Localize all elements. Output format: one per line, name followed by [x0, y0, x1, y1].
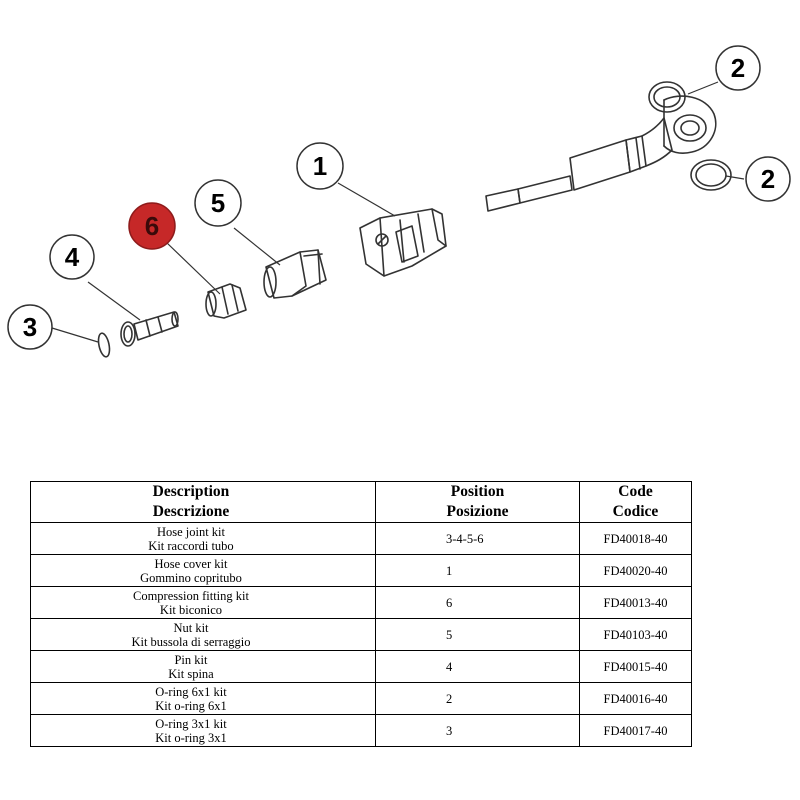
callout-2-bottom: 2	[745, 156, 791, 202]
cell-position: 5	[375, 618, 580, 651]
table-header-row: Description Descrizione Position Posizio…	[30, 481, 692, 523]
callout-6-highlighted: 6	[128, 202, 176, 250]
cell-code: FD40013-40	[579, 586, 692, 619]
header-position: Position Posizione	[375, 481, 580, 523]
callout-1-label: 1	[313, 151, 327, 181]
header-code: Code Codice	[579, 481, 692, 523]
o-ring-6x1-bottom	[690, 159, 732, 191]
hose-cover-part	[359, 208, 447, 277]
callout-2-bottom-label: 2	[761, 164, 775, 194]
o-ring-6x1-top	[648, 81, 686, 113]
cell-position: 3-4-5-6	[375, 522, 580, 555]
compression-fitting-part	[205, 283, 247, 319]
cell-position: 3	[375, 714, 580, 747]
cell-position: 6	[375, 586, 580, 619]
callout-4: 4	[49, 234, 95, 280]
pin-part	[120, 311, 179, 347]
cell-code: FD40016-40	[579, 682, 692, 715]
o-ring-3x1-part	[97, 332, 111, 358]
cell-code: FD40015-40	[579, 650, 692, 683]
callout-3-label: 3	[23, 312, 37, 342]
nut-part	[263, 249, 327, 299]
cell-code: FD40017-40	[579, 714, 692, 747]
cell-position: 2	[375, 682, 580, 715]
banjo-fitting	[485, 81, 732, 212]
parts-table: Description Descrizione Position Posizio…	[30, 481, 692, 747]
callout-6-label: 6	[145, 211, 159, 241]
cell-code: FD40103-40	[579, 618, 692, 651]
callout-1: 1	[296, 142, 344, 190]
callout-3: 3	[7, 304, 53, 350]
callout-4-label: 4	[65, 242, 80, 272]
cell-position: 1	[375, 554, 580, 587]
exploded-parts-diagram: 1 2 2 3 4 5 6	[7, 45, 791, 358]
cell-code: FD40020-40	[579, 554, 692, 587]
cell-code: FD40018-40	[579, 522, 692, 555]
callout-2-top-label: 2	[731, 53, 745, 83]
callout-5: 5	[194, 179, 242, 227]
callout-2-top: 2	[715, 45, 761, 91]
callout-5-label: 5	[211, 188, 225, 218]
cell-position: 4	[375, 650, 580, 683]
leader-lines	[51, 81, 745, 343]
header-description: Description Descrizione	[30, 481, 376, 523]
